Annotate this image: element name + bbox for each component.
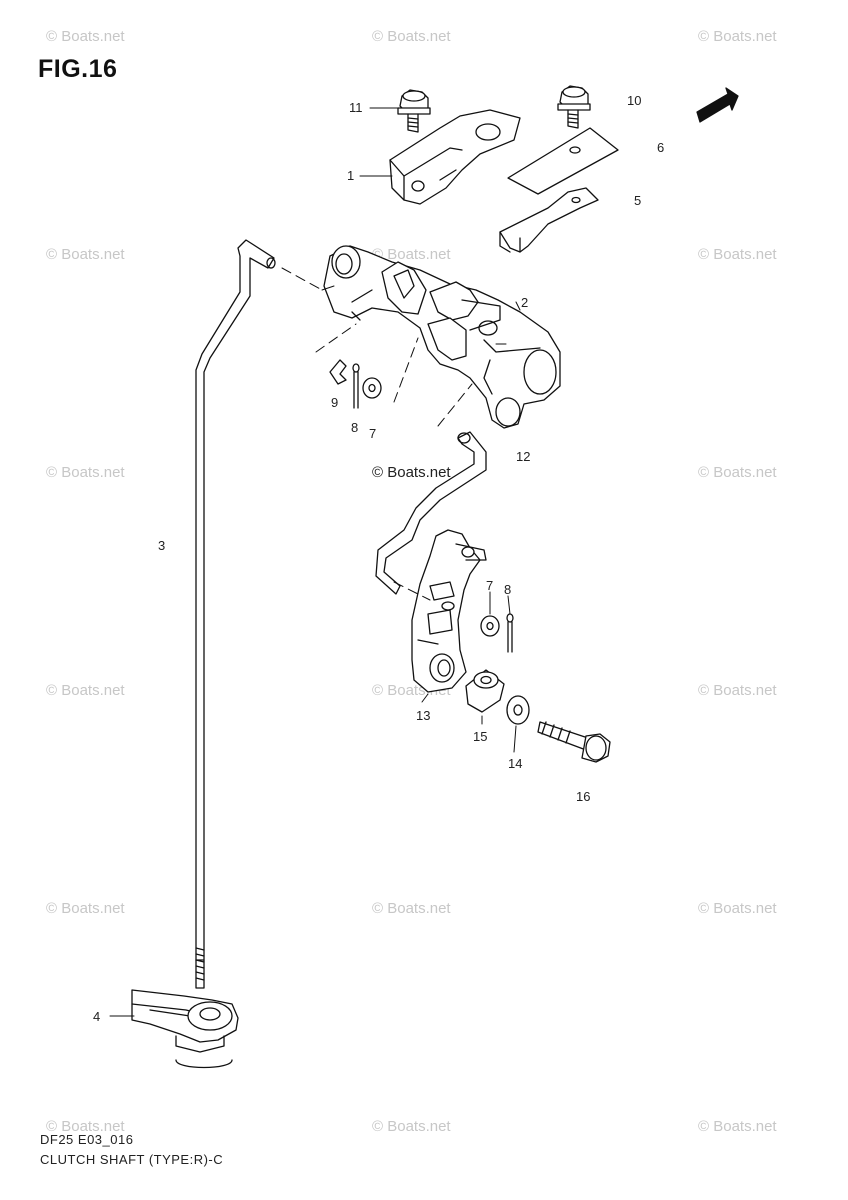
watermark: © Boats.net xyxy=(372,900,451,917)
clutch-rod-3 xyxy=(196,240,275,988)
callout-6: 6 xyxy=(657,140,665,155)
callout-5: 5 xyxy=(634,193,642,208)
washer-7-lower xyxy=(481,616,499,636)
holder-4 xyxy=(132,990,238,1068)
fwd-arrow-icon xyxy=(697,88,738,122)
figure-title: FIG.16 xyxy=(38,55,118,83)
callout-12: 12 xyxy=(516,449,531,464)
watermark: © Boats.net xyxy=(372,28,451,45)
watermark: © Boats.net xyxy=(698,464,777,481)
bolt-16 xyxy=(538,722,610,762)
callout-8: 8 xyxy=(351,420,359,435)
assembly-guide-lines xyxy=(282,268,510,600)
callout-11: 11 xyxy=(349,100,363,115)
watermark: © Boats.net xyxy=(698,900,777,917)
callout-9: 9 xyxy=(331,395,339,410)
watermark: © Boats.net xyxy=(698,682,777,699)
callout-4: 4 xyxy=(93,1009,101,1024)
callout-13: 13 xyxy=(416,708,431,723)
collar-15 xyxy=(466,670,504,712)
watermark: © Boats.net xyxy=(46,246,125,263)
watermark: © Boats.net xyxy=(372,246,451,263)
washer-7 xyxy=(363,378,381,398)
bolt-11 xyxy=(398,90,430,132)
washer-14 xyxy=(507,696,529,724)
cotter-pin-8 xyxy=(353,364,359,408)
watermark: © Boats.net xyxy=(698,246,777,263)
callout-10: 10 xyxy=(627,93,642,108)
model-code: DF25 E03_016 xyxy=(40,1132,134,1147)
watermark: © Boats.net xyxy=(46,900,125,917)
bracket-1 xyxy=(390,110,520,204)
watermark: © Boats.net xyxy=(698,28,777,45)
watermark: © Boats.net xyxy=(46,464,125,481)
callout-3: 3 xyxy=(158,538,166,553)
watermark: © Boats.net xyxy=(46,28,125,45)
bolt-10 xyxy=(558,86,590,128)
callout-2: 2 xyxy=(521,295,529,310)
callout-7: 7 xyxy=(369,426,377,441)
link-rod-12 xyxy=(376,432,486,594)
plate-6 xyxy=(508,128,618,194)
callout-16: 16 xyxy=(576,789,591,804)
callout-8-lower: 8 xyxy=(504,582,512,597)
callout-15: 15 xyxy=(473,729,488,744)
leader-lines xyxy=(110,108,520,1016)
figure-caption: CLUTCH SHAFT (TYPE:R)-C xyxy=(40,1152,224,1167)
callout-1: 1 xyxy=(347,168,355,183)
watermark: © Boats.net xyxy=(372,464,451,481)
watermark: © Boats.net xyxy=(46,1118,125,1135)
watermark: © Boats.net xyxy=(372,1118,451,1135)
callout-7-lower: 7 xyxy=(486,578,494,593)
e-clip-9 xyxy=(330,360,346,384)
clutch-lever-assembly-2 xyxy=(324,246,560,428)
lever-13 xyxy=(412,530,486,692)
cotter-pin-8-lower xyxy=(507,614,513,652)
watermark: © Boats.net xyxy=(698,1118,777,1135)
bracket-5 xyxy=(500,188,598,252)
callout-14: 14 xyxy=(508,756,523,771)
watermark: © Boats.net xyxy=(46,682,125,699)
